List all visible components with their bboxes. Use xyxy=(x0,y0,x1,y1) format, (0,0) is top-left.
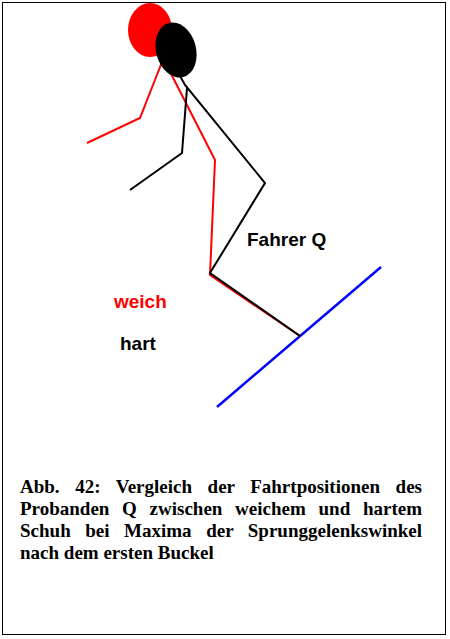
ski-line xyxy=(217,267,381,407)
figure-caption: Abb. 42: Vergleich der Fahrtpositionen d… xyxy=(20,476,422,564)
hard-boot-body xyxy=(180,76,300,336)
hard-boot-head xyxy=(149,18,202,82)
hard-boot-arm xyxy=(130,88,187,190)
hard-boot-label: hart xyxy=(120,334,156,355)
soft-boot-label: weich xyxy=(114,292,167,313)
soft-boot-body xyxy=(163,58,300,336)
rider-label: Fahrer Q xyxy=(247,230,326,251)
soft-boot-arm xyxy=(87,62,162,143)
